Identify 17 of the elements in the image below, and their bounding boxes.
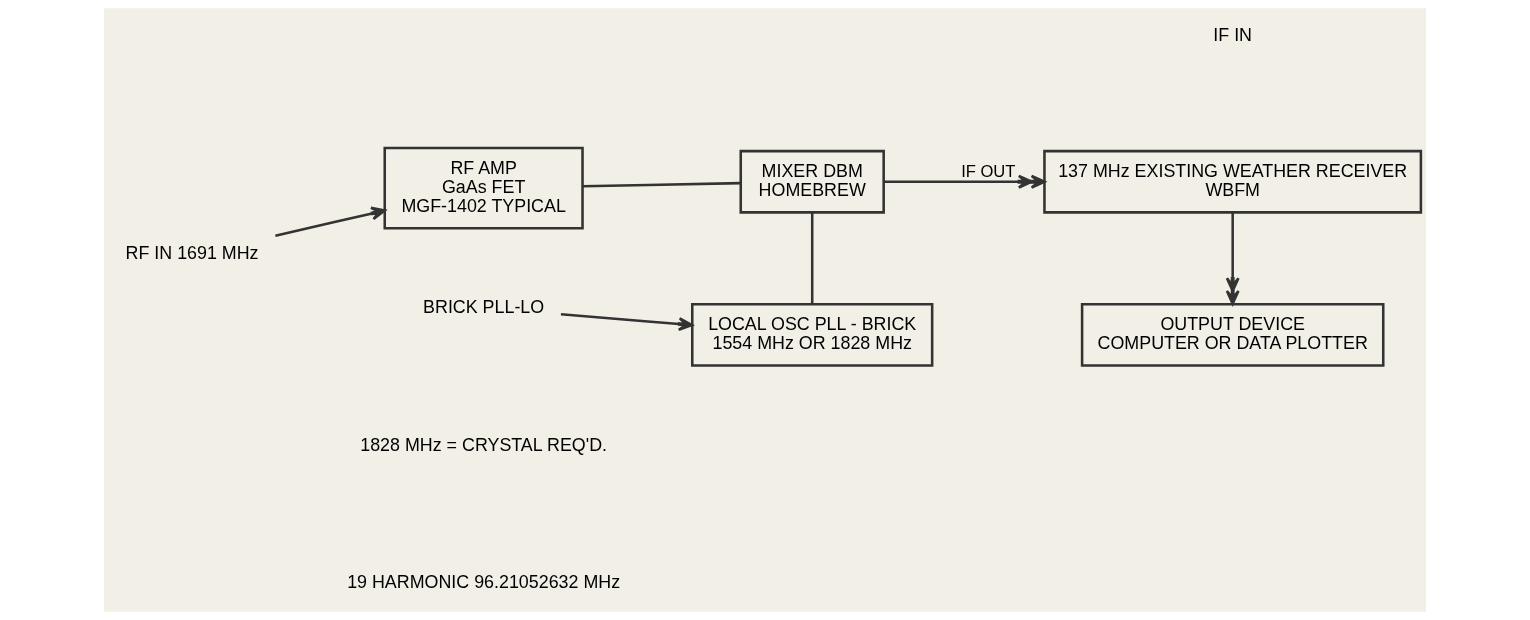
arrow — [275, 206, 386, 237]
node-text: RF IN 1691 MHz — [125, 243, 259, 264]
node-box: RF AMP GaAs FET MGF-1402 TYPICAL — [383, 146, 584, 230]
label: 1828 MHz = CRYSTAL REQ'D. — [360, 434, 607, 455]
node-box: 137 MHz EXISTING WEATHER RECEIVER WBFM — [1043, 149, 1423, 214]
arrow — [560, 313, 694, 332]
edge-label: IF OUT — [961, 162, 1016, 182]
arrow — [1225, 212, 1240, 306]
node-text: BRICK PLL-LO — [423, 296, 545, 317]
node-box: MIXER DBM HOMEBREW — [739, 149, 885, 214]
node-box: OUTPUT DEVICE COMPUTER OR DATA PLOTTER — [1080, 303, 1385, 367]
label: 19 HARMONIC 96.21052632 MHz — [347, 572, 621, 593]
connector — [582, 181, 741, 188]
connector — [810, 212, 814, 304]
label: IF IN — [1213, 25, 1253, 46]
node-box: LOCAL OSC PLL - BRICK 1554 MHz OR 1828 MHz — [691, 303, 934, 367]
arrow — [883, 174, 1046, 189]
